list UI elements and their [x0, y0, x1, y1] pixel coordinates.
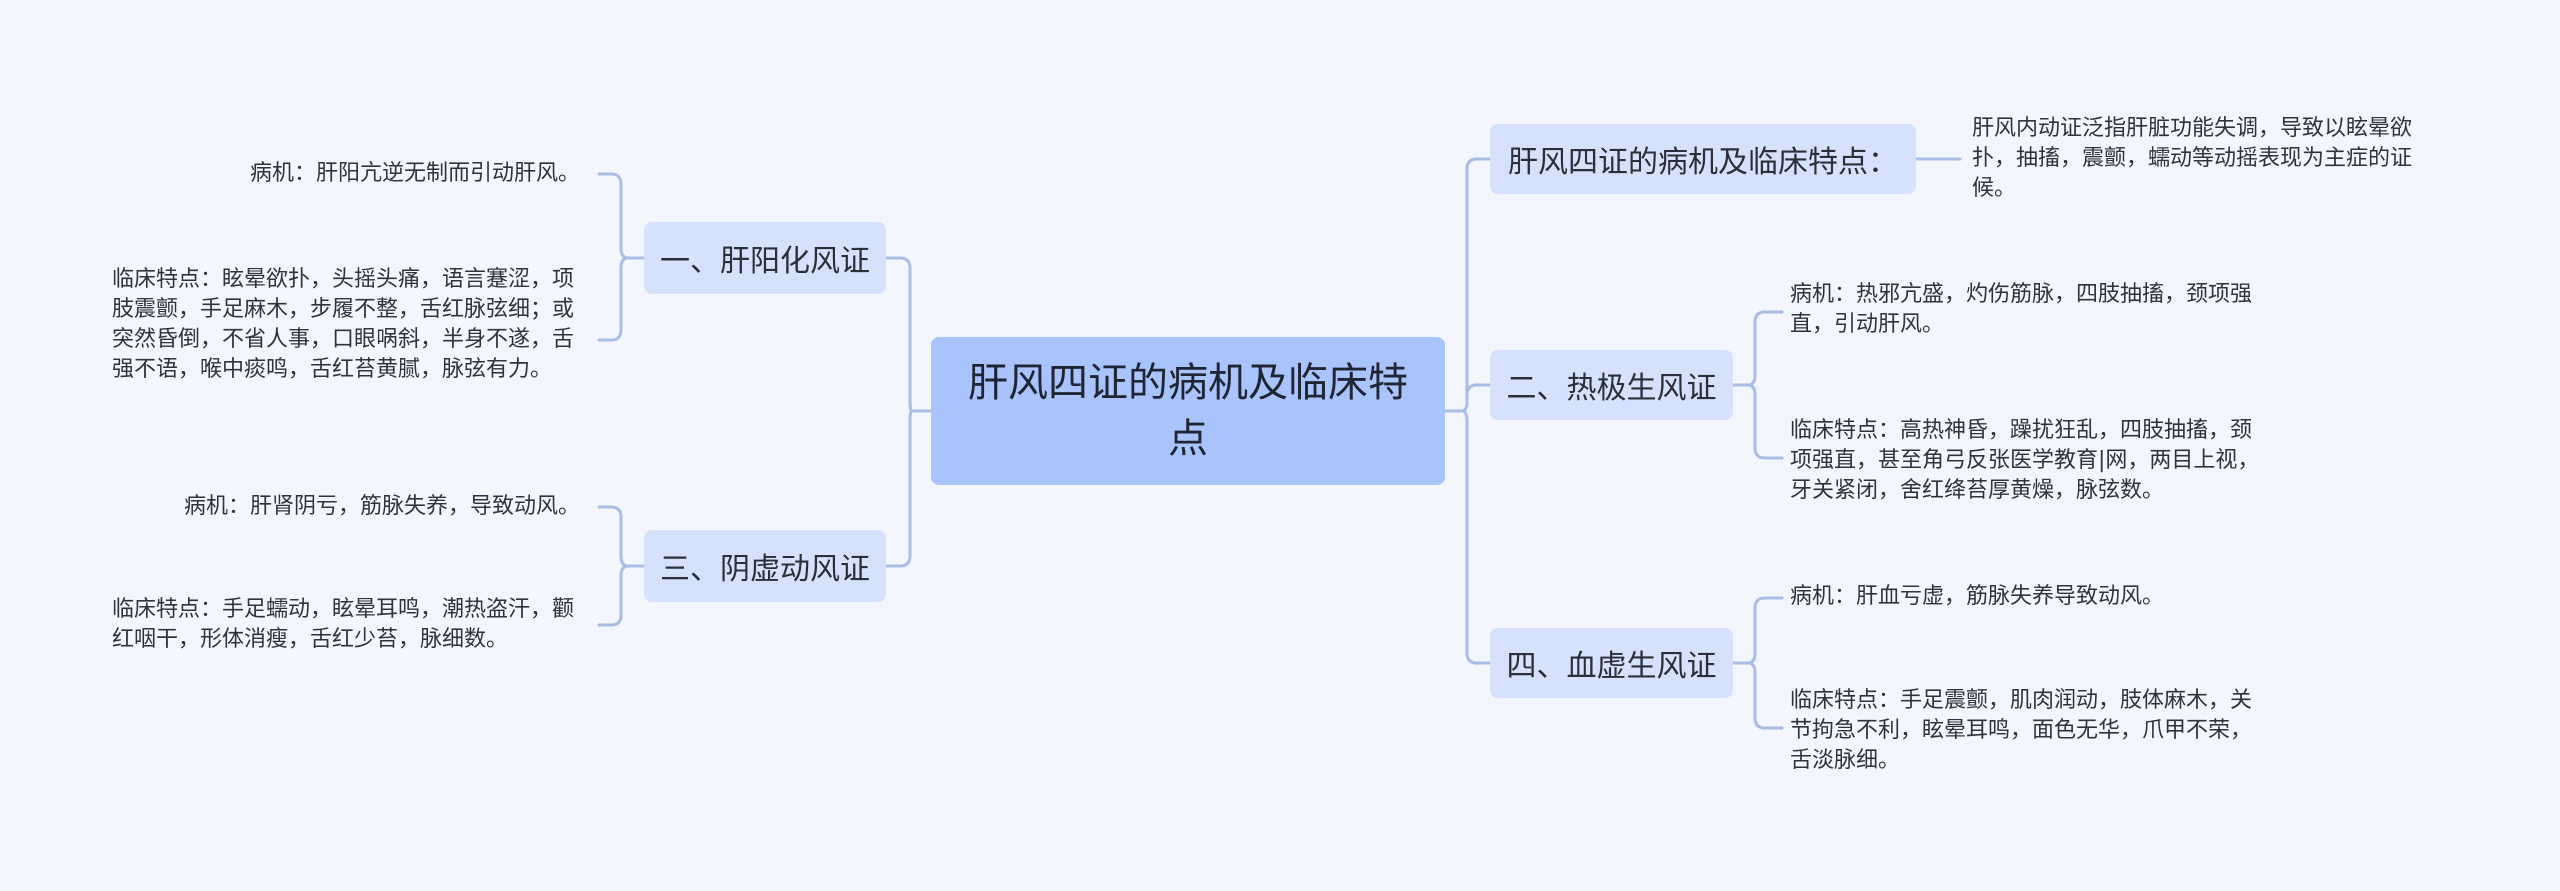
- edge-branch-1-leaf-1: [597, 172, 646, 260]
- edge-branch-4-leaf-1: [1731, 596, 1784, 665]
- branch-liver-yang-wind[interactable]: 一、肝阳化风证: [644, 222, 886, 294]
- leaf-extreme-heat-clinical: 临床特点：高热神昏，躁扰狂乱，四肢抽搐，颈项强直，甚至角弓反张医学教育|网，两目…: [1790, 418, 2260, 503]
- edge-branch-1-leaf-2: [597, 256, 646, 342]
- branch-blood-deficiency-wind[interactable]: 四、血虚生风证: [1490, 628, 1733, 698]
- edge-root-branch-3: [884, 409, 933, 568]
- branch-overview[interactable]: 肝风四证的病机及临床特点：: [1490, 124, 1916, 194]
- branch-yin-deficiency-wind[interactable]: 三、阴虚动风证: [644, 530, 886, 602]
- leaf-yin-deficiency-pathogenesis: 病机：肝肾阴亏，筋脉失养，导致动风。: [183, 494, 580, 519]
- edge-branch-4-leaf-2: [1731, 661, 1784, 730]
- root-topic-label: 肝风四证的病机及临床特点: [968, 360, 1408, 462]
- branch-extreme-heat-wind[interactable]: 二、热极生风证: [1490, 350, 1733, 420]
- edge-branch-2-leaf-1: [1731, 310, 1784, 387]
- leaf-liver-yang-pathogenesis: 病机：肝阳亢逆无制而引动肝风。: [249, 161, 580, 186]
- root-topic[interactable]: 肝风四证的病机及临床特点: [931, 337, 1445, 485]
- leaf-overview-definition: 肝风内动证泛指肝脏功能失调，导致以眩晕欲扑，抽搐，震颤，蠕动等动摇表现为主症的证…: [1972, 116, 2413, 201]
- leaf-blood-deficiency-pathogenesis: 病机：肝血亏虚，筋脉失养导致动风。: [1790, 584, 2165, 609]
- branch-label: 一、肝阳化风证: [660, 244, 870, 279]
- branch-label: 二、热极生风证: [1506, 371, 1717, 406]
- edge-root-branch-2: [1443, 383, 1492, 413]
- edge-root-branch-4: [1443, 409, 1492, 665]
- edge-root-branch-1: [884, 256, 933, 413]
- edge-branch-2-leaf-2: [1731, 383, 1784, 460]
- edge-root-branch-top: [1443, 157, 1492, 413]
- leaf-liver-yang-clinical: 临床特点：眩晕欲扑，头摇头痛，语言蹇涩，项肢震颤，手足麻木，步履不整，舌红脉弦细…: [112, 267, 575, 382]
- leaf-yin-deficiency-clinical: 临床特点：手足蠕动，眩晕耳鸣，潮热盗汗，颧红咽干，形体消瘦，舌红少苔，脉细数。: [112, 597, 575, 652]
- branch-label: 肝风四证的病机及临床特点：: [1508, 145, 1898, 180]
- edge-branch-3-leaf-1: [597, 505, 646, 568]
- edge-branch-3-leaf-2: [597, 564, 646, 627]
- branch-label: 三、阴虚动风证: [660, 552, 870, 587]
- leaf-blood-deficiency-clinical: 临床特点：手足震颤，肌肉润动，肢体麻木，关节拘急不利，眩晕耳鸣，面色无华，爪甲不…: [1790, 688, 2253, 773]
- leaf-extreme-heat-pathogenesis: 病机：热邪亢盛，灼伤筋脉，四肢抽搐，颈项强直，引动肝风。: [1790, 282, 2253, 337]
- branch-label: 四、血虚生风证: [1506, 649, 1717, 684]
